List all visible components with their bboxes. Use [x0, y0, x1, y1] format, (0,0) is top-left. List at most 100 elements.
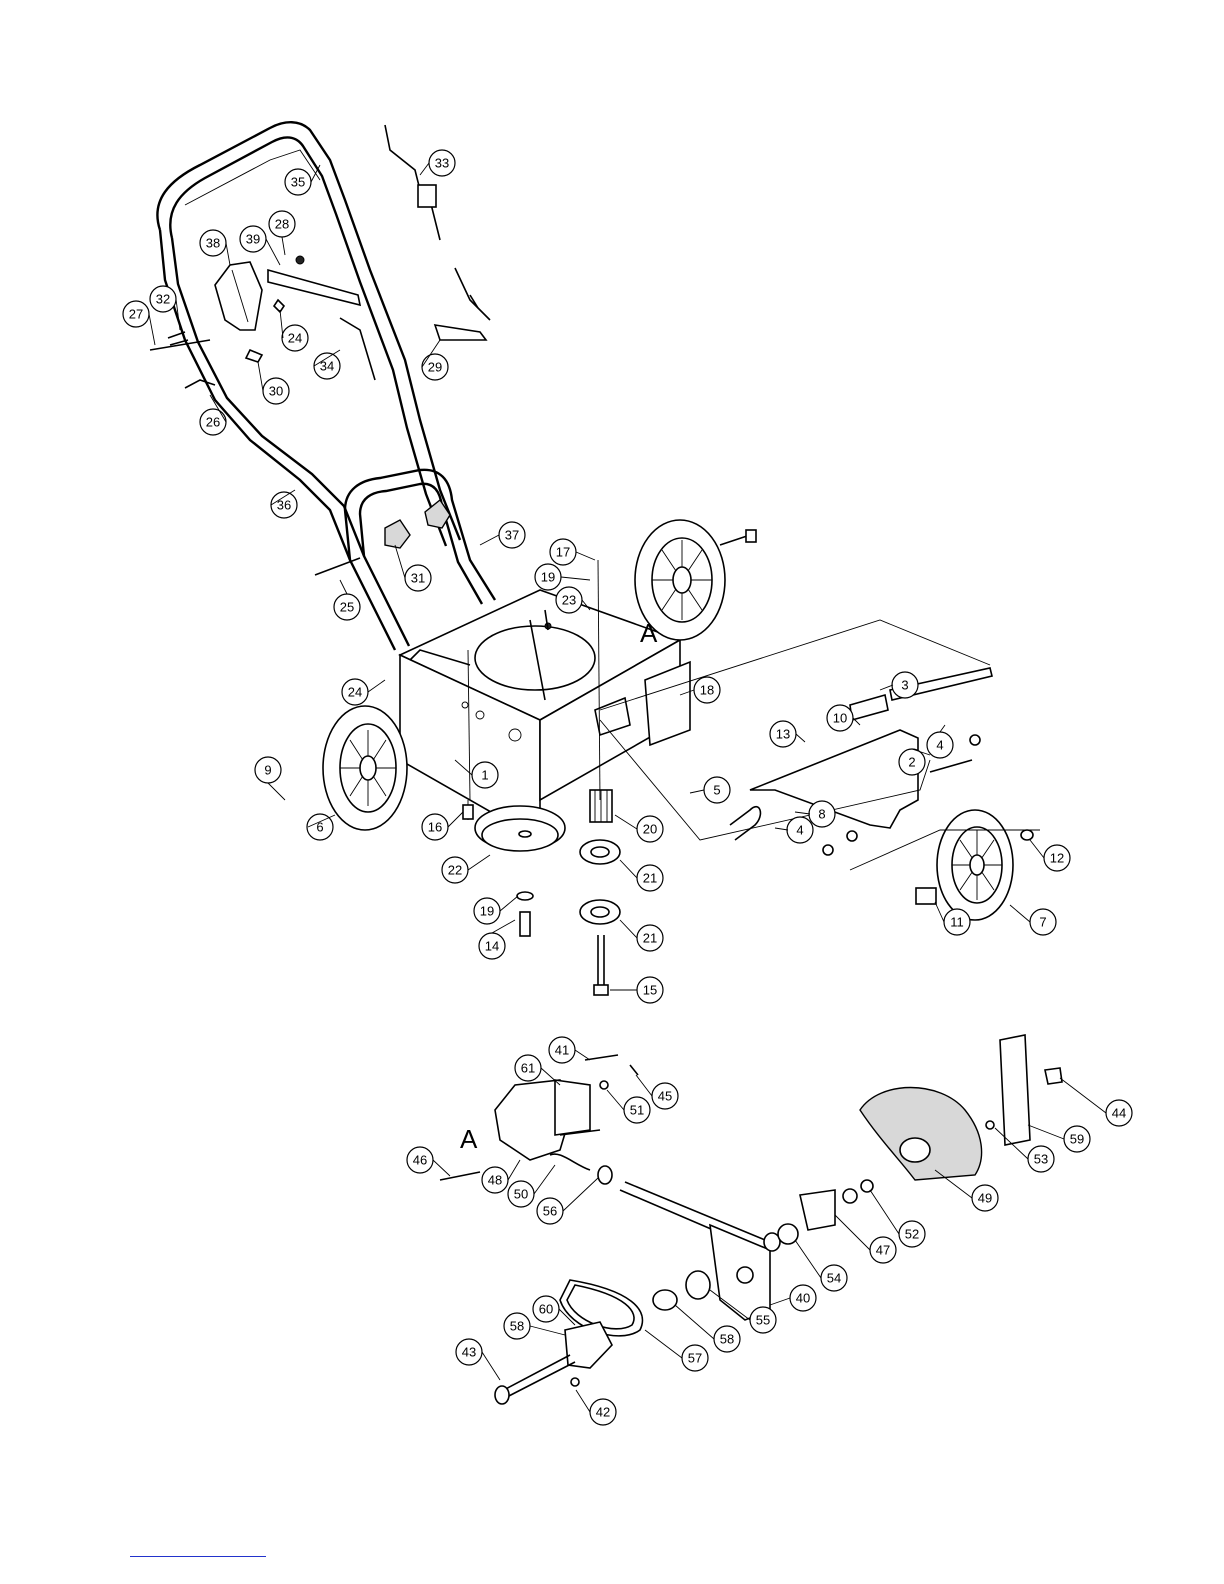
svg-text:26: 26: [206, 415, 220, 430]
svg-text:3: 3: [901, 678, 908, 693]
svg-text:21: 21: [643, 871, 657, 886]
svg-text:1: 1: [481, 768, 488, 783]
svg-text:43: 43: [462, 1345, 476, 1360]
svg-text:7: 7: [1039, 915, 1046, 930]
svg-text:20: 20: [643, 822, 657, 837]
callout-20: 20: [637, 816, 663, 842]
callout-9: 9: [255, 757, 281, 783]
svg-text:33: 33: [435, 156, 449, 171]
callout-58a: 58: [504, 1313, 530, 1339]
footer-link-underline[interactable]: [130, 1556, 266, 1557]
callout-26: 26: [200, 409, 226, 435]
edger-head: [440, 1055, 873, 1404]
callout-27: 27: [123, 301, 149, 327]
callout-13: 13: [770, 721, 796, 747]
svg-text:13: 13: [776, 727, 790, 742]
callout-50: 50: [508, 1181, 534, 1207]
svg-text:24: 24: [288, 331, 302, 346]
svg-text:57: 57: [688, 1351, 702, 1366]
svg-text:44: 44: [1112, 1106, 1126, 1121]
svg-text:55: 55: [756, 1313, 770, 1328]
callout-4b: 4: [787, 817, 813, 843]
svg-text:54: 54: [827, 1271, 841, 1286]
callout-8: 8: [809, 801, 835, 827]
svg-text:4: 4: [936, 738, 943, 753]
callout-19b: 19: [474, 898, 500, 924]
callout-31: 31: [405, 565, 431, 591]
callout-2: 2: [899, 749, 925, 775]
callout-42: 42: [590, 1399, 616, 1425]
callout-43: 43: [456, 1339, 482, 1365]
callout-59: 59: [1064, 1126, 1090, 1152]
callout-39: 39: [240, 226, 266, 252]
svg-text:24: 24: [348, 685, 362, 700]
svg-text:58: 58: [720, 1332, 734, 1347]
callout-10: 10: [827, 705, 853, 731]
callout-34: 34: [314, 353, 340, 379]
callout-3: 3: [892, 672, 918, 698]
callout-57: 57: [682, 1345, 708, 1371]
callout-21a: 21: [637, 865, 663, 891]
callout-33: 33: [429, 150, 455, 176]
svg-text:58: 58: [510, 1319, 524, 1334]
svg-text:27: 27: [129, 307, 143, 322]
svg-text:9: 9: [264, 763, 271, 778]
svg-text:32: 32: [156, 292, 170, 307]
svg-text:11: 11: [950, 915, 964, 930]
svg-text:10: 10: [833, 711, 847, 726]
svg-text:35: 35: [291, 175, 305, 190]
callout-53: 53: [1028, 1146, 1054, 1172]
svg-text:61: 61: [521, 1061, 535, 1076]
svg-text:60: 60: [539, 1302, 553, 1317]
callout-23: 23: [556, 587, 582, 613]
svg-text:47: 47: [876, 1243, 890, 1258]
callout-45: 45: [652, 1083, 678, 1109]
svg-text:18: 18: [700, 683, 714, 698]
callout-37: 37: [499, 522, 525, 548]
svg-text:48: 48: [488, 1173, 502, 1188]
callout-40: 40: [790, 1285, 816, 1311]
svg-text:15: 15: [643, 983, 657, 998]
callout-12: 12: [1044, 845, 1070, 871]
callout-48: 48: [482, 1167, 508, 1193]
svg-text:19: 19: [480, 904, 494, 919]
callout-46: 46: [407, 1147, 433, 1173]
callout-5: 5: [704, 777, 730, 803]
callout-49: 49: [972, 1185, 998, 1211]
svg-text:50: 50: [514, 1187, 528, 1202]
svg-text:29: 29: [428, 360, 442, 375]
callout-36: 36: [271, 492, 297, 518]
svg-text:2: 2: [908, 755, 915, 770]
section-letter-a-bottom: A: [460, 1124, 478, 1154]
callout-44: 44: [1106, 1100, 1132, 1126]
callout-30: 30: [263, 378, 289, 404]
callout-56: 56: [537, 1198, 563, 1224]
svg-text:42: 42: [596, 1405, 610, 1420]
callout-7: 7: [1030, 909, 1056, 935]
callout-21b: 21: [637, 925, 663, 951]
svg-text:30: 30: [269, 384, 283, 399]
svg-text:25: 25: [340, 600, 354, 615]
svg-text:46: 46: [413, 1153, 427, 1168]
svg-text:40: 40: [796, 1291, 810, 1306]
callout-58b: 58: [714, 1326, 740, 1352]
callout-24a: 24: [282, 325, 308, 351]
callout-1: 1: [472, 762, 498, 788]
svg-text:16: 16: [428, 820, 442, 835]
svg-text:37: 37: [505, 528, 519, 543]
svg-text:28: 28: [275, 217, 289, 232]
callout-4a: 4: [927, 732, 953, 758]
callout-55: 55: [750, 1307, 776, 1333]
callout-32: 32: [150, 286, 176, 312]
svg-text:21: 21: [643, 931, 657, 946]
svg-text:14: 14: [485, 939, 499, 954]
handle-knobs: [315, 500, 450, 575]
callout-28: 28: [269, 211, 295, 237]
svg-text:38: 38: [206, 236, 220, 251]
svg-text:53: 53: [1034, 1152, 1048, 1167]
svg-text:41: 41: [555, 1043, 569, 1058]
callout-22: 22: [442, 857, 468, 883]
callout-11: 11: [944, 909, 970, 935]
callout-19a: 19: [535, 564, 561, 590]
